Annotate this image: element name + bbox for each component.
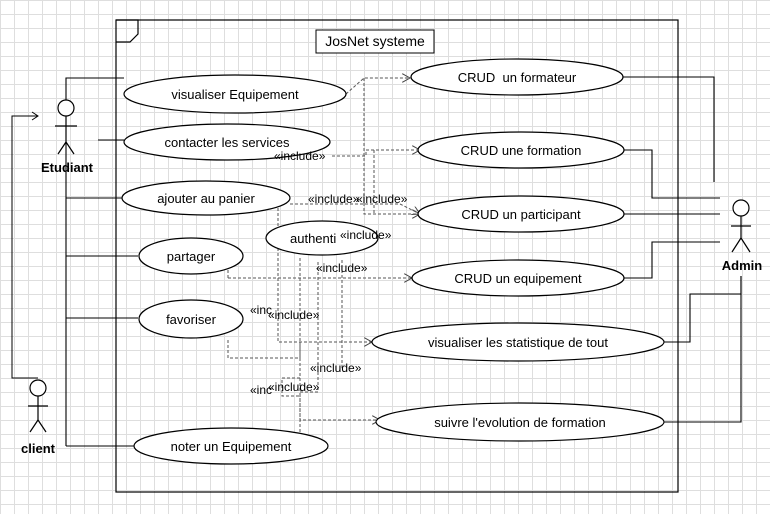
associations-admin — [623, 76, 742, 423]
include-labels: «include» «include» «include» «include» … — [250, 149, 408, 397]
use-case-contacter-services-label: contacter les services — [165, 135, 290, 150]
include-label: «include» — [268, 308, 320, 322]
use-case-visualiser-equipement[interactable]: visualiser Equipement — [123, 74, 347, 114]
actor-client-label: client — [21, 441, 56, 456]
use-case-ajouter-panier[interactable]: ajouter au panier — [121, 180, 291, 216]
use-case-contacter-services[interactable]: contacter les services — [123, 123, 331, 161]
use-case-noter-equipement[interactable]: noter un Equipement — [133, 427, 329, 465]
use-case-noter-equipement-label: noter un Equipement — [171, 439, 292, 454]
generalization-client-etudiant — [11, 111, 39, 379]
use-case-crud-equipement-label: CRUD un equipement — [454, 271, 582, 286]
use-case-favoriser[interactable]: favoriser — [138, 299, 244, 339]
use-case-crud-participant[interactable]: CRUD un participant — [417, 195, 625, 233]
use-case-authentifier[interactable]: authenti — [265, 220, 379, 256]
use-case-suivre-evolution[interactable]: suivre l'evolution de formation — [375, 402, 665, 442]
actor-etudiant-label: Etudiant — [41, 160, 94, 175]
use-case-partager-label: partager — [167, 249, 216, 264]
use-case-ajouter-panier-label: ajouter au panier — [157, 191, 255, 206]
actor-etudiant[interactable] — [55, 99, 77, 155]
use-case-suivre-evolution-label: suivre l'evolution de formation — [434, 415, 606, 430]
use-case-crud-equipement[interactable]: CRUD un equipement — [411, 259, 625, 297]
use-case-visualiser-statistique[interactable]: visualiser les statistique de tout — [371, 322, 665, 362]
use-case-crud-formateur[interactable]: CRUD un formateur — [410, 58, 624, 96]
use-case-partager[interactable]: partager — [138, 237, 244, 275]
system-boundary: JosNet systeme — [115, 19, 679, 493]
use-case-crud-formateur-label: CRUD un formateur — [458, 70, 577, 85]
include-label: «include» — [274, 149, 326, 163]
use-case-crud-participant-label: CRUD un participant — [461, 207, 581, 222]
include-label: «include» — [308, 192, 360, 206]
include-label: «include» — [356, 192, 408, 206]
include-label-clipped: «inc — [250, 383, 272, 397]
use-case-favoriser-label: favoriser — [166, 312, 217, 327]
include-label: «include» — [340, 228, 392, 242]
use-case-visualiser-equipement-label: visualiser Equipement — [171, 87, 299, 102]
associations-etudiant — [65, 77, 138, 447]
include-relations — [227, 78, 420, 432]
use-case-authentifier-label: authenti — [290, 231, 336, 246]
actor-admin[interactable] — [731, 199, 751, 253]
include-label: «include» — [268, 380, 320, 394]
use-case-crud-formation[interactable]: CRUD une formation — [417, 131, 625, 169]
use-case-visualiser-statistique-label: visualiser les statistique de tout — [428, 335, 608, 350]
use-case-crud-formation-label: CRUD une formation — [461, 143, 582, 158]
include-label: «include» — [310, 361, 362, 375]
actor-client[interactable] — [28, 379, 48, 433]
actor-admin-label: Admin — [722, 258, 763, 273]
system-title: JosNet systeme — [325, 33, 425, 49]
include-label-clipped: «inc — [250, 303, 272, 317]
include-label: «include» — [316, 261, 368, 275]
system-title-box — [315, 29, 435, 54]
